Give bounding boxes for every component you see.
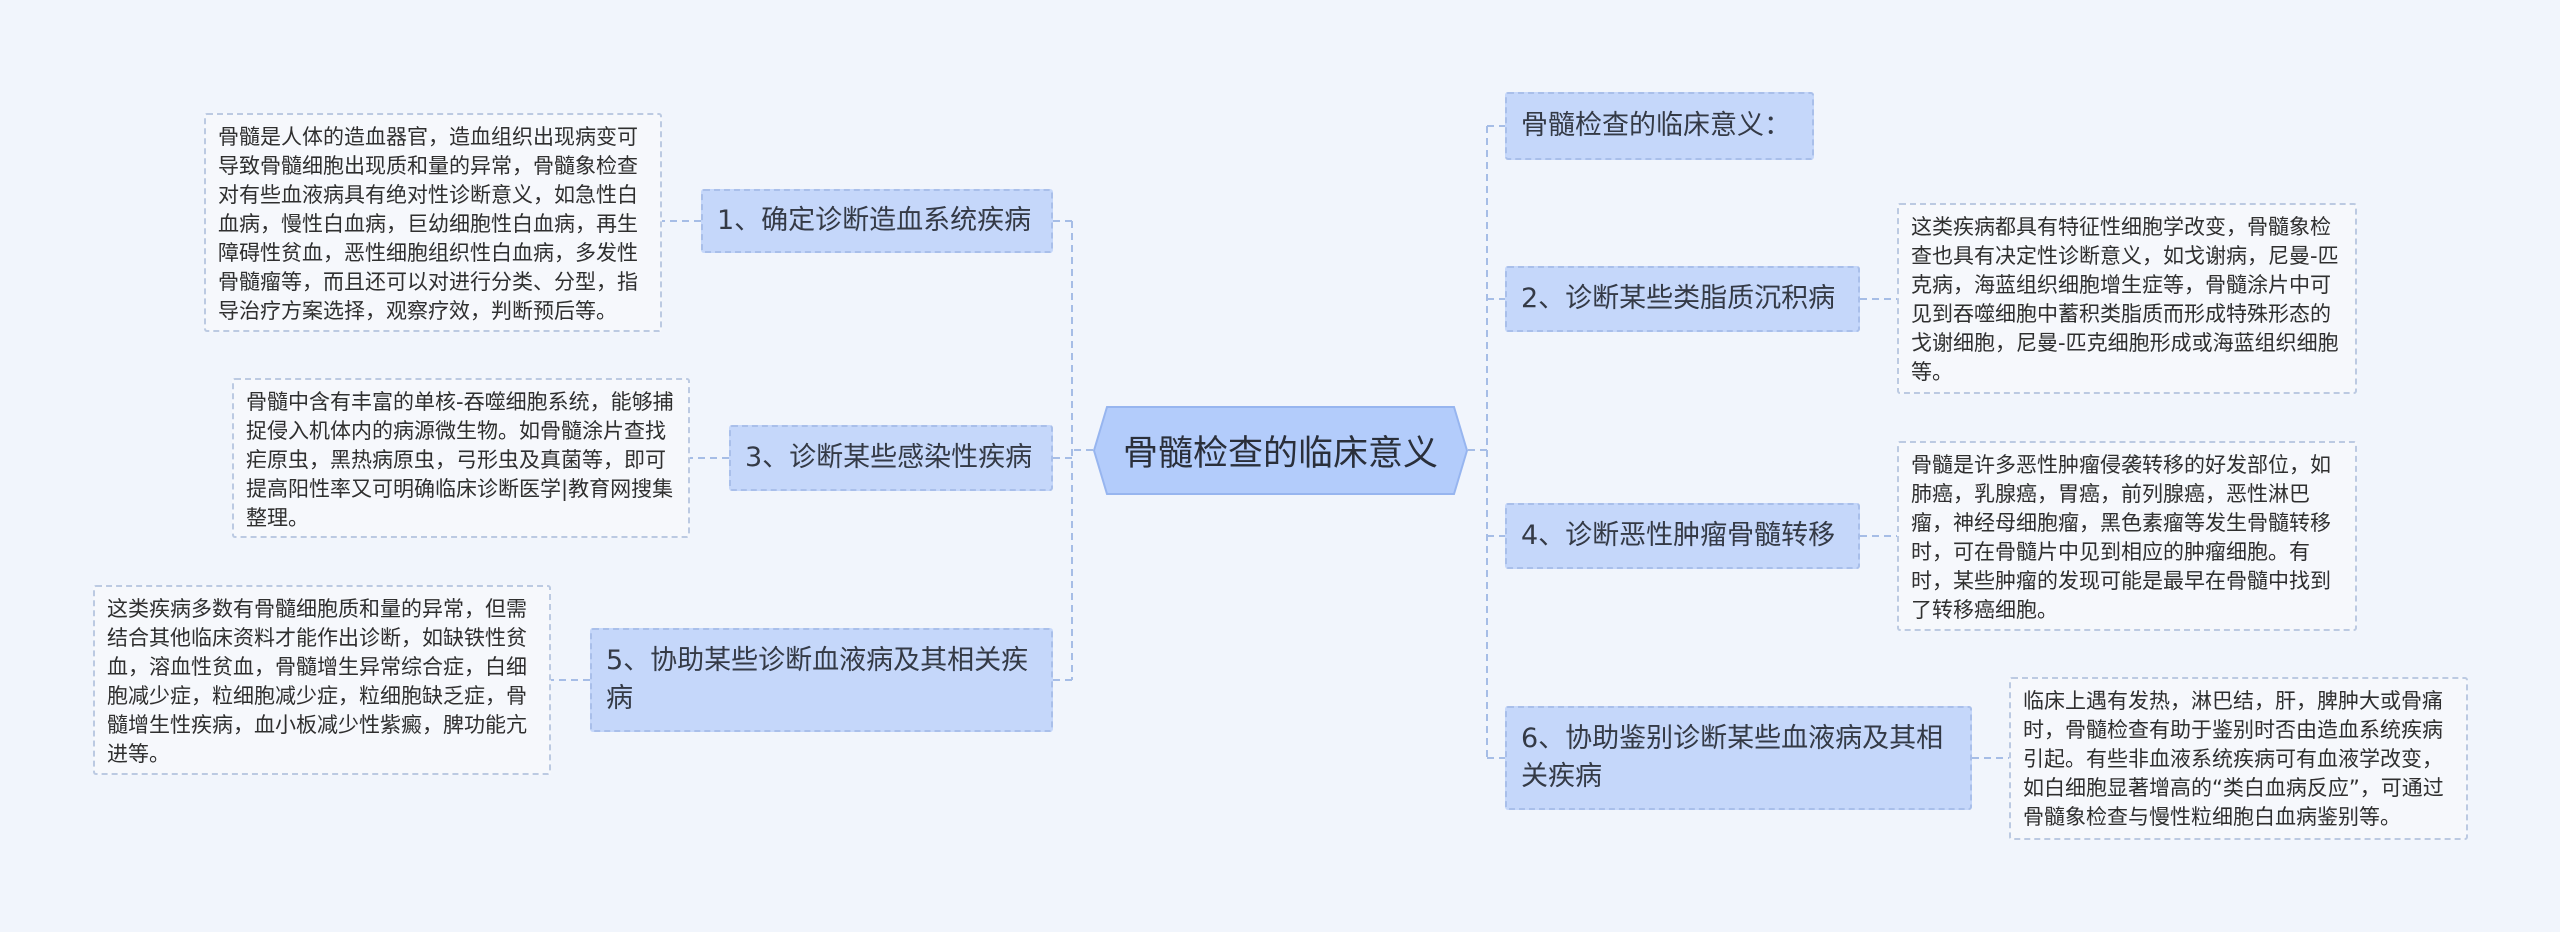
note-1: 骨髓是人体的造血器官，造血组织出现病变可导致骨髓细胞出现质和量的异常，骨髓象检查…	[204, 113, 662, 332]
topic-4[interactable]: 4、诊断恶性肿瘤骨髓转移	[1505, 503, 1860, 569]
note-6: 临床上遇有发热，淋巴结，肝，脾肿大或骨痛时，骨髓检查有助于鉴别时否由造血系统疾病…	[2009, 677, 2468, 840]
note-2: 这类疾病都具有特征性细胞学改变，骨髓象检查也具有决定性诊断意义，如戈谢病，尼曼-…	[1897, 203, 2357, 394]
central-topic-shape	[1093, 406, 1468, 495]
central-topic[interactable]: 骨髓检查的临床意义	[1122, 434, 1438, 474]
topic-3[interactable]: 3、诊断某些感染性疾病	[729, 425, 1053, 491]
topic-2[interactable]: 2、诊断某些类脂质沉积病	[1505, 266, 1860, 332]
topic-intro[interactable]: 骨髓检查的临床意义：	[1505, 92, 1814, 160]
note-4: 骨髓是许多恶性肿瘤侵袭转移的好发部位，如肺癌，乳腺癌，胃癌，前列腺癌，恶性淋巴瘤…	[1897, 441, 2357, 631]
note-3: 骨髓中含有丰富的单核-吞噬细胞系统，能够捕捉侵入机体内的病源微生物。如骨髓涂片查…	[232, 378, 690, 538]
topic-5[interactable]: 5、协助某些诊断血液病及其相关疾病	[590, 628, 1053, 732]
topic-6[interactable]: 6、协助鉴别诊断某些血液病及其相关疾病	[1505, 706, 1972, 810]
topic-1[interactable]: 1、确定诊断造血系统疾病	[701, 189, 1053, 253]
note-5: 这类疾病多数有骨髓细胞质和量的异常，但需结合其他临床资料才能作出诊断，如缺铁性贫…	[93, 585, 551, 775]
